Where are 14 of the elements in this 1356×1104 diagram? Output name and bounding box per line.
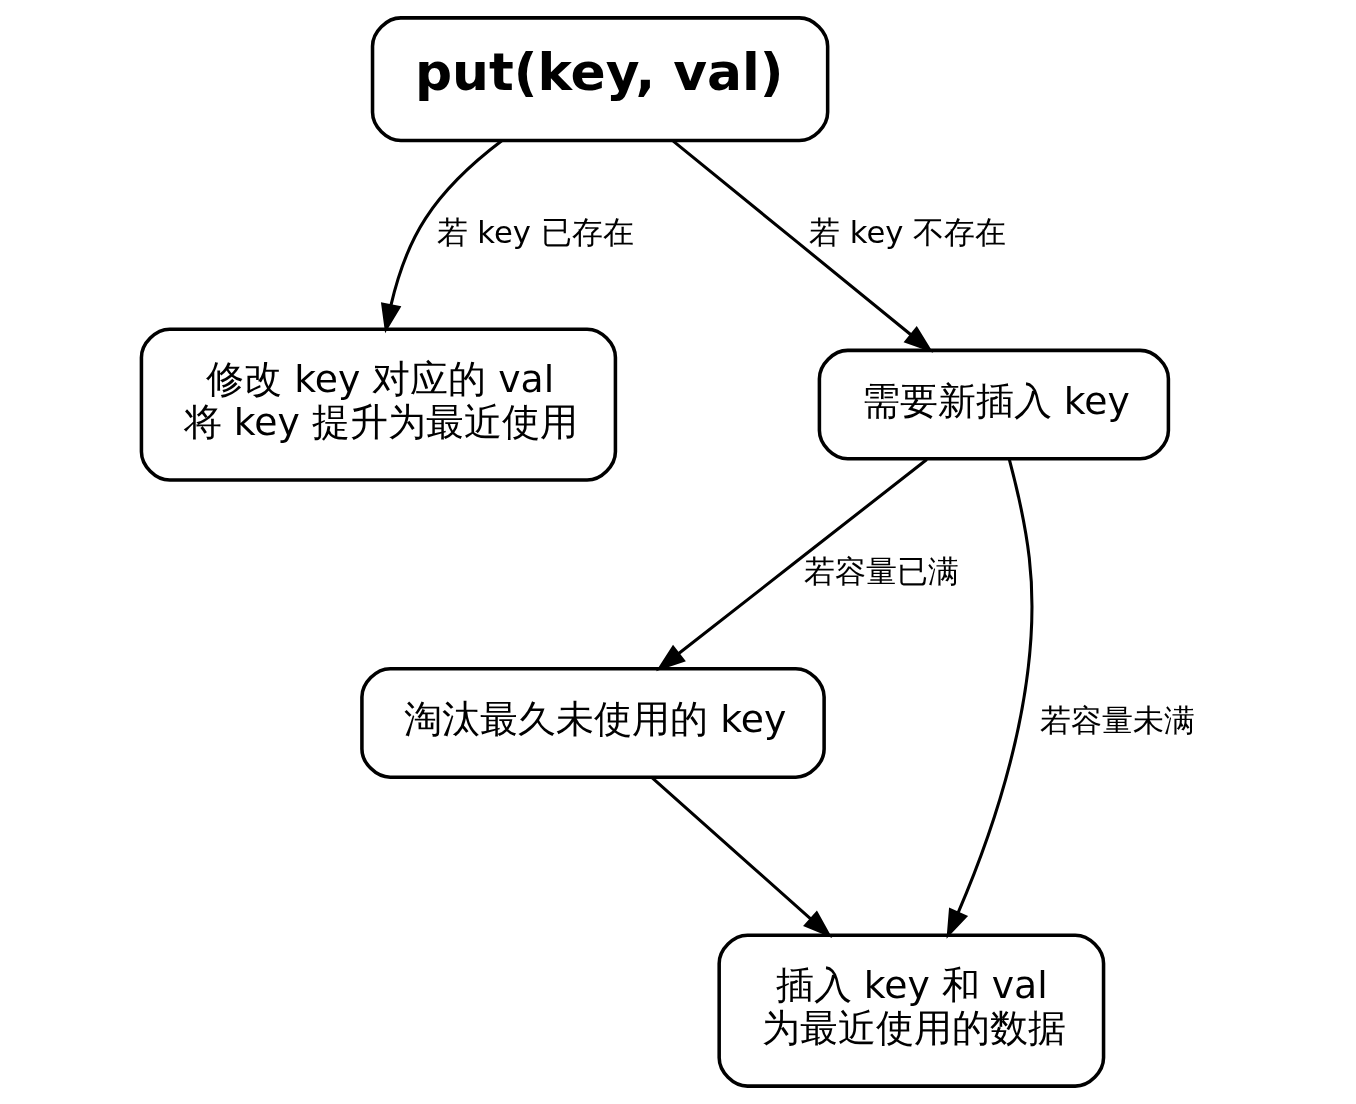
node-box: 插入 key 和 val 为最近使用的数据 <box>716 933 1105 1088</box>
node-box: put(key, val) <box>370 16 829 143</box>
arrow <box>946 459 1033 939</box>
arrow <box>380 139 503 334</box>
edge-label: 若容量未满 <box>1039 702 1195 738</box>
edge-label: 若 key 已存在 <box>436 214 634 250</box>
node-box: 需要新插入 key <box>817 348 1170 461</box>
arrow <box>649 776 832 938</box>
arrow <box>671 139 933 353</box>
node-box: 淘汰最久未使用的 key <box>359 666 826 779</box>
node-box: 修改 key 对应的 val 将 key 提升为最近使用 <box>139 327 617 482</box>
arrow <box>655 458 928 672</box>
edge-label: 若容量已满 <box>803 554 959 590</box>
edge-label: 若 key 不存在 <box>808 214 1006 250</box>
